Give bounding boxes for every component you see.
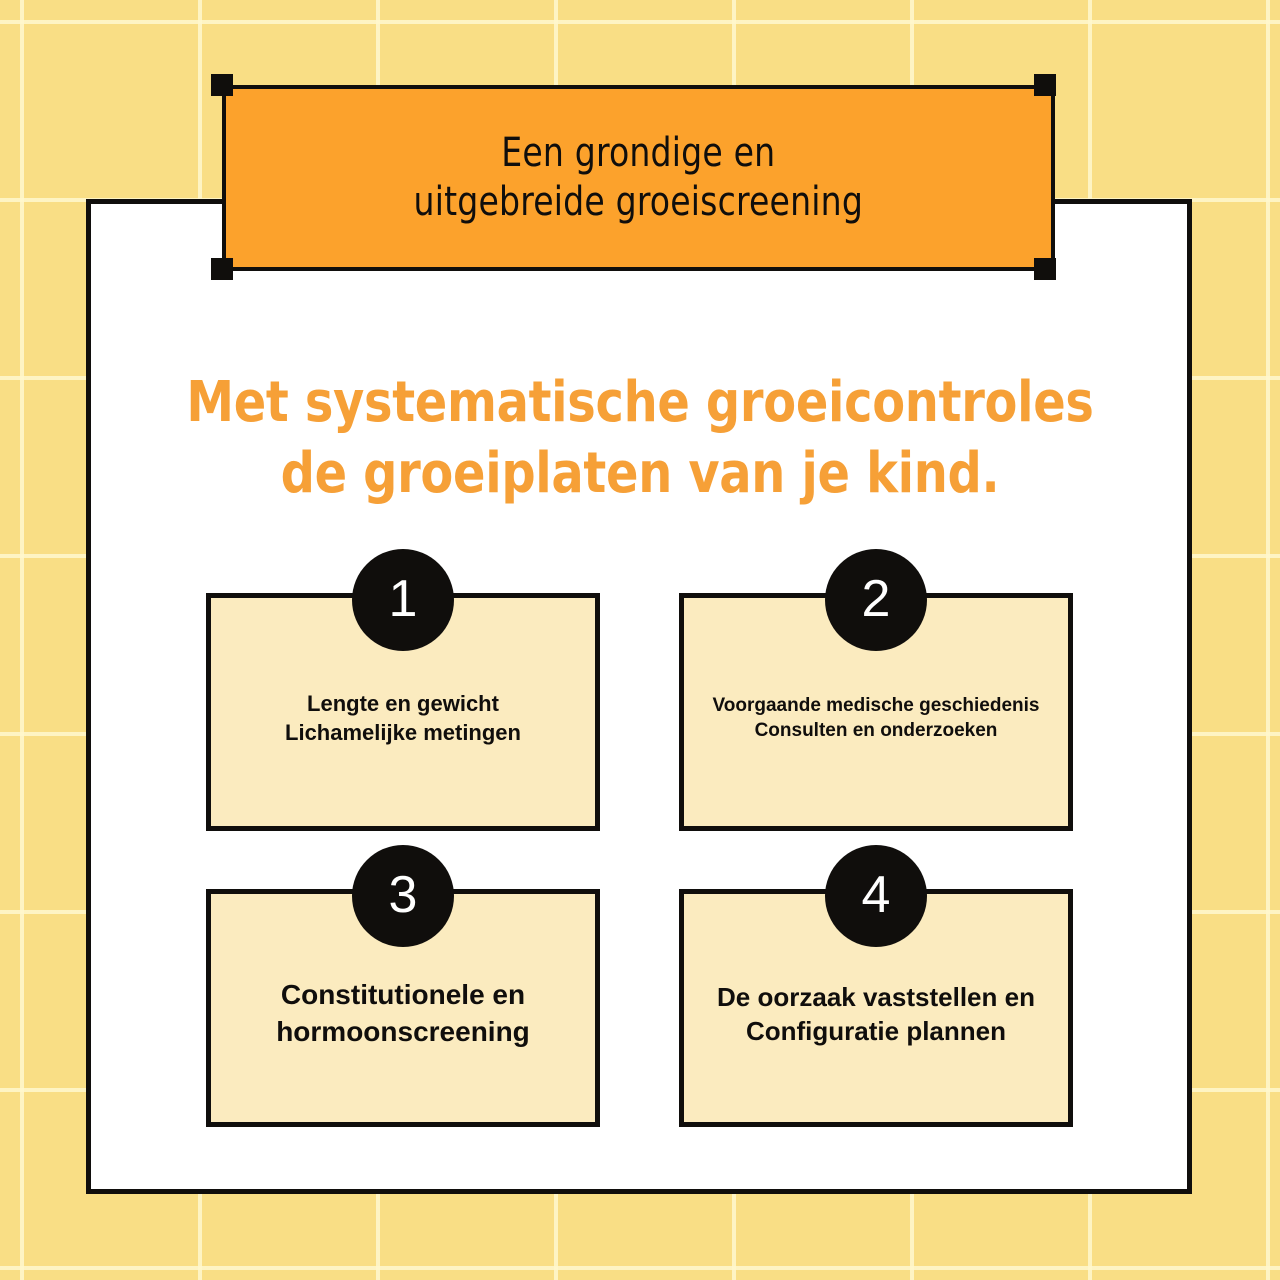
step-card-3-text: Constitutionele en hormoonscreening <box>262 977 544 1051</box>
title-banner-line-1: Een grondige en <box>501 130 776 177</box>
step-card-4-text: De oorzaak vaststellen en Configuratie p… <box>703 980 1049 1049</box>
step-card-4-line-1: De oorzaak vaststellen en <box>717 981 1035 1012</box>
step-badge-4: 4 <box>825 845 927 947</box>
step-card-2-line-1: Voorgaande medische geschiedenis <box>712 694 1040 716</box>
title-banner: Een grondige en uitgebreide groeiscreeni… <box>222 85 1055 271</box>
step-card-4-line-2: Configuratie plannen <box>745 1016 1006 1046</box>
step-card-1-text: Lengte en gewicht Lichamelijke metingen <box>271 689 535 747</box>
step-card-2: Voorgaande medische geschiedenis Consult… <box>679 593 1073 831</box>
resize-handle-top-right[interactable] <box>1034 74 1056 96</box>
step-badge-3: 3 <box>352 845 454 947</box>
main-heading: Met systematische groeicontroles de groe… <box>150 368 1130 509</box>
title-banner-text: Een grondige en uitgebreide groeiscreeni… <box>414 129 864 227</box>
main-heading-line-2: de groeiplaten van je kind. <box>280 440 1000 506</box>
step-card-4: De oorzaak vaststellen en Configuratie p… <box>679 889 1073 1127</box>
step-badge-1: 1 <box>352 549 454 651</box>
step-card-1-line-1: Lengte en gewicht <box>307 690 499 716</box>
step-card-3: Constitutionele en hormoonscreening <box>206 889 600 1127</box>
step-badge-1-number: 1 <box>388 570 418 628</box>
title-banner-line-2: uitgebreide groeiscreening <box>413 179 864 225</box>
step-badge-2: 2 <box>825 549 927 651</box>
resize-handle-bottom-left[interactable] <box>211 258 233 280</box>
step-card-3-line-2: hormoonscreening <box>276 1016 530 1047</box>
step-card-2-text: Voorgaande medische geschiedenis Consult… <box>699 693 1054 743</box>
step-badge-4-number: 4 <box>861 866 891 924</box>
resize-handle-top-left[interactable] <box>211 74 233 96</box>
main-heading-line-1: Met systematische groeicontroles <box>186 370 1094 435</box>
step-badge-3-number: 3 <box>388 866 418 924</box>
step-card-3-line-1: Constitutionele en <box>280 979 526 1011</box>
step-card-1-line-2: Lichamelijke metingen <box>285 720 521 745</box>
step-card-2-line-2: Consulten en onderzoeken <box>754 720 998 741</box>
resize-handle-bottom-right[interactable] <box>1034 258 1056 280</box>
step-badge-2-number: 2 <box>861 570 891 628</box>
